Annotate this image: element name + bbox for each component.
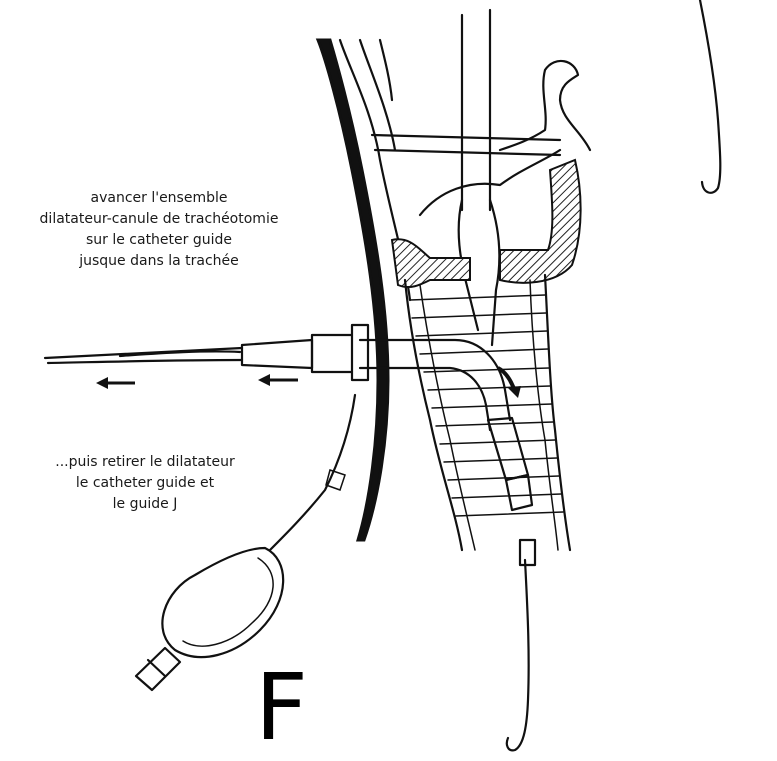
j-guide-wire-top (700, 0, 720, 193)
thyroid-cartilage (500, 61, 590, 150)
skin-layer (318, 40, 388, 540)
j-guide-wire-bottom (507, 560, 529, 750)
advance-line-2: dilatateur-canule de trachéotomie (0, 209, 318, 230)
advance-line-4: jusque dans la trachée (0, 251, 318, 272)
endotracheal-tube (462, 10, 490, 210)
panel-label: F (255, 662, 308, 754)
cricoid-cartilage (392, 239, 470, 287)
withdraw-instruction: ...puis retirer le dilatateur le cathete… (0, 452, 290, 515)
withdraw-line-3: le guide J (0, 494, 290, 515)
withdraw-line-2: le catheter guide et (0, 473, 290, 494)
advance-line-1: avancer l'ensemble (0, 188, 318, 209)
dilatator-body (242, 340, 312, 368)
withdraw-line-1: ...puis retirer le dilatateur (0, 452, 290, 473)
trachea-wall-left (405, 280, 462, 550)
withdraw-arrows (96, 374, 298, 389)
trachea-wall-right (545, 275, 570, 550)
cannula-flange (312, 325, 368, 380)
pilot-valve (136, 648, 180, 690)
advance-line-3: sur le catheter guide (0, 230, 318, 251)
advance-instruction: avancer l'ensemble dilatateur-canule de … (0, 188, 318, 272)
